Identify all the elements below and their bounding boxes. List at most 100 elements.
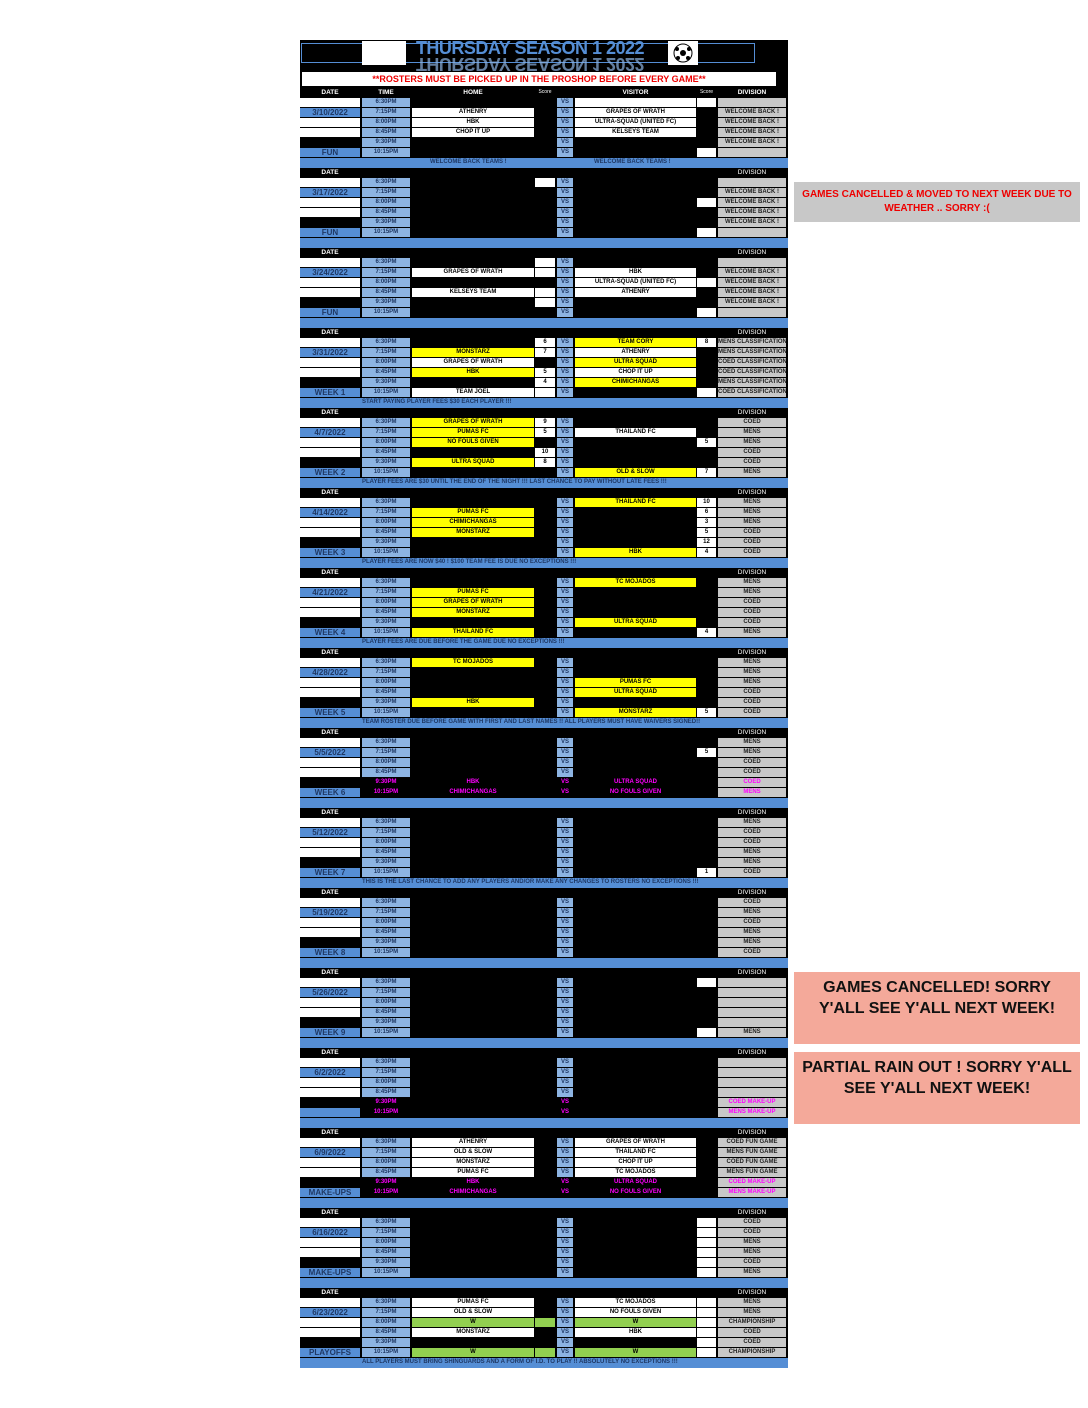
cancellation-notice: PARTIAL RAIN OUT ! SORRY Y'ALL SEE Y'ALL… — [794, 1052, 1080, 1124]
visitor-team: HBK — [575, 548, 696, 557]
home-team — [412, 678, 534, 687]
vs-label: VS — [557, 848, 573, 857]
visitor-team: W — [575, 1318, 696, 1327]
score-header: Score — [538, 89, 552, 95]
visitor-team — [575, 298, 696, 307]
week-label: WEEK 6 — [300, 788, 360, 797]
game-time: 8:45PM — [362, 208, 410, 217]
home-team — [412, 1258, 534, 1267]
date-spacer — [300, 358, 360, 367]
game-time: 8:00PM — [362, 518, 410, 527]
game-time: 7:15PM — [362, 188, 410, 197]
division: MENS — [718, 1268, 786, 1277]
vs-label: VS — [557, 348, 573, 357]
visitor-score — [697, 1348, 716, 1357]
visitor-team — [575, 658, 696, 667]
game-date: 5/19/2022 — [300, 908, 360, 917]
visitor-team: HBK — [575, 1328, 696, 1337]
vs-label: VS — [557, 508, 573, 517]
division: MENS — [718, 788, 786, 797]
vs-label: VS — [557, 688, 573, 697]
division — [718, 178, 786, 187]
game-time: 9:30PM — [375, 1099, 397, 1105]
home-team: MONSTARZ — [412, 1158, 534, 1167]
game-time: 6:30PM — [362, 738, 410, 747]
game-time: 10:15PM — [362, 228, 410, 237]
division: MENS — [718, 858, 786, 867]
vs-label: VS — [557, 128, 573, 137]
date-spacer — [300, 448, 360, 457]
game-time: 8:00PM — [362, 278, 410, 287]
vs-label: VS — [557, 358, 573, 367]
date-spacer — [300, 498, 360, 507]
vs-label: VS — [557, 278, 573, 287]
division: MENS — [718, 938, 786, 947]
vs-label: VS — [557, 988, 573, 997]
game-time: 6:30PM — [362, 498, 410, 507]
visitor-team — [575, 1088, 696, 1097]
division: COED — [718, 1258, 786, 1267]
game-time: 7:15PM — [362, 1308, 410, 1317]
game-date: 3/31/2022 — [300, 348, 360, 357]
date-spacer — [300, 1138, 360, 1147]
division-header: DIVISION — [737, 649, 767, 656]
date-spacer — [300, 128, 360, 137]
visitor-team — [575, 538, 696, 547]
visitor-team — [575, 608, 696, 617]
home-team — [412, 948, 534, 957]
home-team: HBK — [412, 118, 534, 127]
vs-label: VS — [557, 498, 573, 507]
vs-label: VS — [557, 1138, 573, 1147]
date-header: DATE — [321, 409, 339, 416]
division: COED — [718, 538, 786, 547]
date-header: DATE — [321, 809, 339, 816]
vs-label: VS — [557, 938, 573, 947]
game-date: 6/23/2022 — [300, 1308, 360, 1317]
division-header: DIVISION — [737, 249, 767, 256]
game-date: 4/21/2022 — [300, 588, 360, 597]
division — [718, 228, 786, 237]
visitor-score — [697, 1298, 716, 1307]
home-team: ATHENRY — [412, 108, 534, 117]
vs-label: VS — [557, 288, 573, 297]
note-text: THIS IS THE LAST CHANCE TO ADD ANY PLAYE… — [362, 879, 699, 885]
game-time: 8:45PM — [362, 928, 410, 937]
home-team: HBK — [466, 779, 480, 785]
date-spacer — [300, 98, 360, 107]
date-spacer — [300, 598, 360, 607]
visitor-score — [697, 1028, 716, 1037]
league-logo — [362, 41, 406, 65]
division: COED — [718, 458, 786, 467]
home-team: THAILAND FC — [412, 628, 534, 637]
date-spacer — [300, 848, 360, 857]
home-team: PUMAS FC — [412, 588, 534, 597]
vs-label: VS — [557, 1228, 573, 1237]
game-date: 4/28/2022 — [300, 668, 360, 677]
game-time: 10:15PM — [362, 708, 410, 717]
home-team — [412, 138, 534, 147]
division: COED — [718, 708, 786, 717]
vs-label: VS — [557, 188, 573, 197]
division: COED — [718, 1338, 786, 1347]
visitor-team — [575, 758, 696, 767]
division — [718, 148, 786, 157]
home-team: OLD & SLOW — [412, 1148, 534, 1157]
division — [718, 1078, 786, 1087]
game-time: 8:00PM — [362, 918, 410, 927]
division: WELCOME BACK ! — [718, 208, 786, 217]
